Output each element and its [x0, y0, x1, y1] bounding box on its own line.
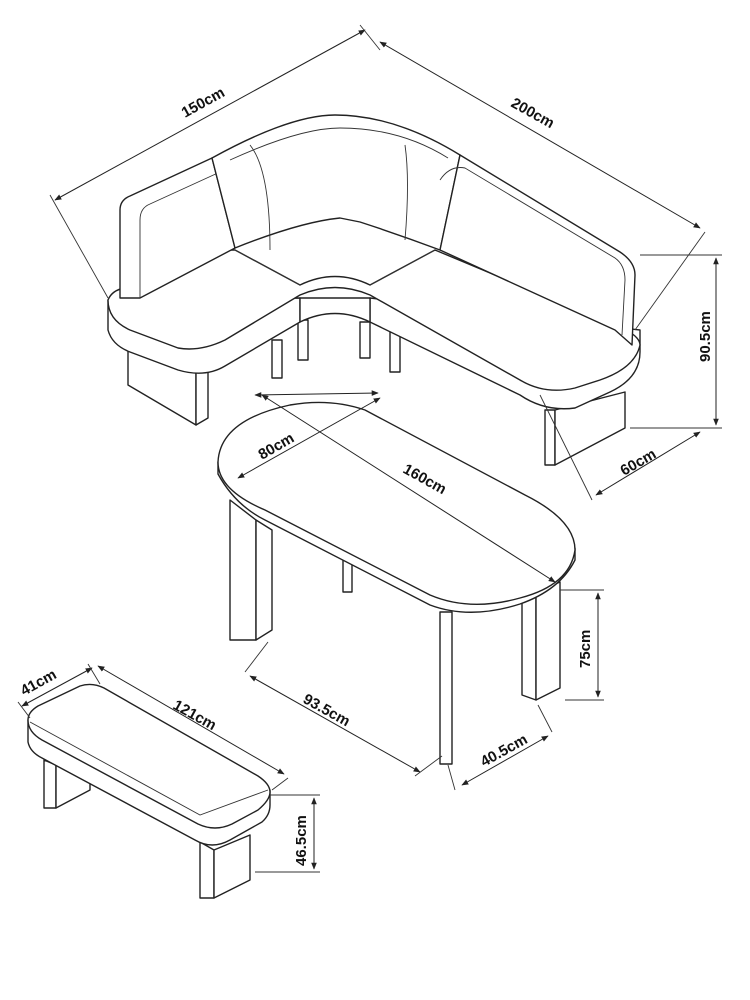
label-121cm: 121cm	[170, 697, 219, 735]
table-leg-front	[439, 611, 453, 765]
label-60cm: 60cm	[618, 446, 660, 480]
bench-leg-right	[199, 841, 215, 899]
corner-bench	[107, 114, 641, 466]
bench-leg-left	[43, 759, 57, 809]
table-leg-left	[229, 499, 257, 641]
corner-bench-legs	[127, 319, 626, 466]
label-150cm: 150cm	[179, 84, 228, 122]
corner-bench-seat-top	[107, 249, 641, 391]
corner-bench-backrest-corner	[211, 114, 461, 251]
label-90-5cm: 90.5cm	[697, 311, 714, 362]
bench-dimension-lines	[17, 663, 320, 873]
label-93-5cm: 93.5cm	[300, 691, 353, 731]
label-75cm: 75cm	[577, 630, 594, 668]
label-46-5cm: 46.5cm	[293, 815, 310, 866]
straight-bench	[27, 683, 271, 899]
label-41cm: 41cm	[18, 666, 60, 699]
label-200cm: 200cm	[508, 95, 557, 133]
table-dimension-lines	[237, 390, 604, 791]
